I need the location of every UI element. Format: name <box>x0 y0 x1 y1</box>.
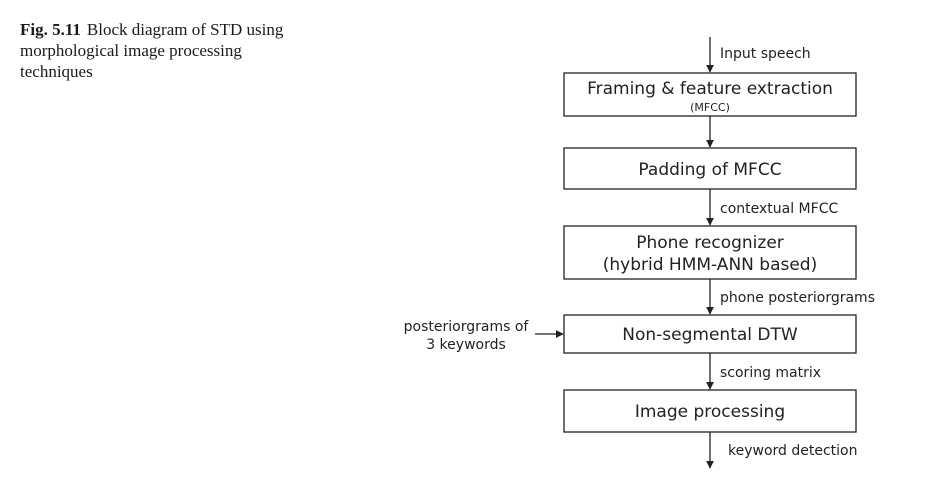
input-speech-label: Input speech <box>720 46 811 62</box>
framing-box-subtitle: (MFCC) <box>690 101 730 114</box>
phone-posteriorgrams-label: phone posteriorgrams <box>720 290 875 306</box>
caption-text: Block diagram of STD using morphological… <box>20 20 284 81</box>
scoring-matrix-label: scoring matrix <box>720 365 821 381</box>
figure-number: Fig. 5.11 <box>20 20 81 39</box>
framing-box-title: Framing & feature extraction <box>587 79 833 99</box>
keyword-detection-label: keyword detection <box>728 443 858 459</box>
recognizer-box-title: Phone recognizer <box>636 233 784 253</box>
contextual-mfcc-label: contextual MFCC <box>720 201 838 217</box>
image-processing-box-title: Image processing <box>635 402 785 422</box>
padding-box-title: Padding of MFCC <box>638 160 781 180</box>
side-input-line2: 3 keywords <box>426 337 506 353</box>
recognizer-box-subtitle: (hybrid HMM-ANN based) <box>603 255 817 275</box>
dtw-box-title: Non-segmental DTW <box>622 325 798 345</box>
side-input-line1: posteriorgrams of <box>404 319 530 335</box>
